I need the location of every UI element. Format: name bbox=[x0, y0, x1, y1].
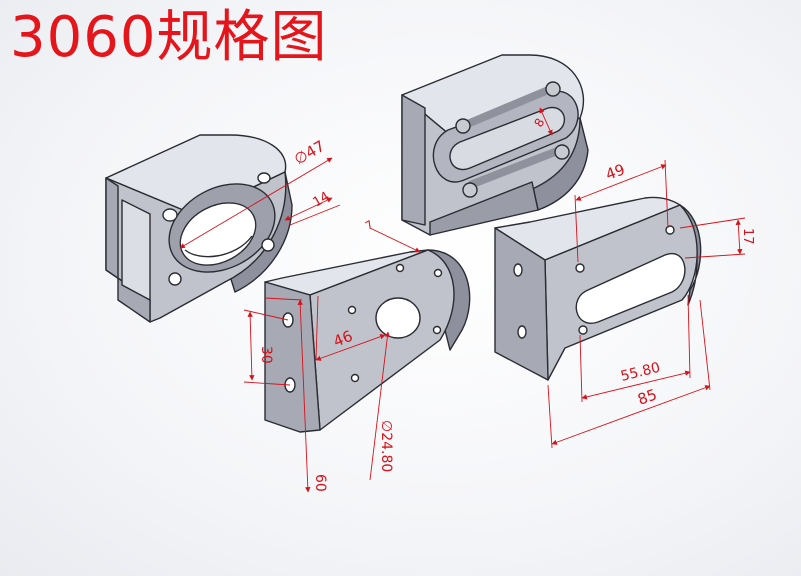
slotted-rod-end-2 bbox=[545, 81, 561, 97]
dim-line-7 bbox=[369, 227, 421, 253]
plate-hole-3 bbox=[433, 268, 443, 278]
dim-line-60 bbox=[297, 299, 311, 493]
slotted-oval-inner bbox=[449, 106, 566, 171]
dim-label-7: 7 bbox=[363, 218, 376, 233]
dim-label-60: 60 bbox=[312, 474, 328, 492]
dim-label-49: 49 bbox=[603, 160, 627, 183]
dim-ext-85a bbox=[547, 384, 553, 449]
dim-ext-5580a bbox=[579, 334, 583, 403]
dim-label-14: 14 bbox=[311, 189, 333, 210]
slotted-plate-part bbox=[494, 196, 702, 381]
dim-ext-85b bbox=[699, 299, 711, 391]
dim-line-30 bbox=[247, 311, 255, 381]
housing-left-face bbox=[105, 177, 151, 323]
housing-slot bbox=[121, 199, 151, 301]
slotted-bottom-face bbox=[429, 181, 539, 236]
slotted-rod-end-3 bbox=[462, 182, 478, 198]
dim-ext-30b bbox=[243, 381, 291, 386]
dim-ext-17a bbox=[679, 217, 746, 229]
housing-hole-2 bbox=[257, 172, 271, 184]
dim-ext-46 bbox=[315, 295, 319, 361]
dim-line-17 bbox=[735, 219, 743, 255]
dim-line-diameter-24-80 bbox=[369, 331, 391, 481]
slot-plate-flange-hole-1 bbox=[513, 263, 523, 277]
dim-ext-49a bbox=[574, 194, 579, 263]
dim-line-85 bbox=[551, 385, 711, 445]
dim-label-30: 30 bbox=[258, 346, 274, 364]
slotted-left-step bbox=[401, 94, 426, 226]
slotted-housing-part bbox=[401, 54, 589, 236]
plate-hole-4 bbox=[350, 373, 360, 383]
dim-ext-17b bbox=[684, 253, 746, 259]
slot-plate-flange-hole-2 bbox=[517, 325, 527, 339]
slot-plate-hole-1 bbox=[575, 263, 585, 273]
bearing-housing-part bbox=[105, 134, 293, 323]
dim-ext-60a bbox=[264, 297, 303, 301]
dim-line-8 bbox=[539, 107, 553, 136]
slotted-rod-end-1 bbox=[455, 118, 471, 134]
dim-label-17: 17 bbox=[740, 228, 755, 245]
plate-hole-2 bbox=[395, 263, 405, 273]
dim-label-85: 85 bbox=[635, 385, 659, 408]
housing-hole-4 bbox=[168, 272, 182, 286]
plate-hole-5 bbox=[432, 325, 442, 335]
plate-center-bore bbox=[375, 297, 421, 339]
slotted-rod-top bbox=[463, 84, 555, 129]
dim-ext-14a bbox=[289, 204, 341, 226]
housing-hole-1 bbox=[162, 208, 178, 222]
page-title: 3060规格图 bbox=[10, 5, 328, 70]
dim-line-49 bbox=[575, 164, 667, 201]
dim-line-diameter-47 bbox=[179, 157, 333, 249]
dim-label-55-80: 55.80 bbox=[619, 360, 662, 385]
dim-ext-5580b bbox=[687, 294, 691, 379]
slotted-rod-end-4 bbox=[554, 144, 570, 160]
slot-plate-hole-2 bbox=[665, 225, 675, 235]
slotted-rod-bottom bbox=[468, 146, 562, 189]
dim-label-diameter-24-80: ∅24.80 bbox=[378, 420, 394, 472]
housing-hole-3 bbox=[261, 238, 275, 252]
dim-line-46 bbox=[315, 334, 386, 361]
dimension-lines bbox=[179, 107, 746, 493]
slot-plate-slot bbox=[575, 252, 686, 324]
dim-line-14 bbox=[284, 197, 333, 221]
slot-plate-flange bbox=[494, 227, 549, 381]
dim-label-46: 46 bbox=[331, 327, 355, 351]
slot-plate-hole-3 bbox=[578, 325, 588, 335]
plate-hole-1 bbox=[347, 305, 357, 315]
